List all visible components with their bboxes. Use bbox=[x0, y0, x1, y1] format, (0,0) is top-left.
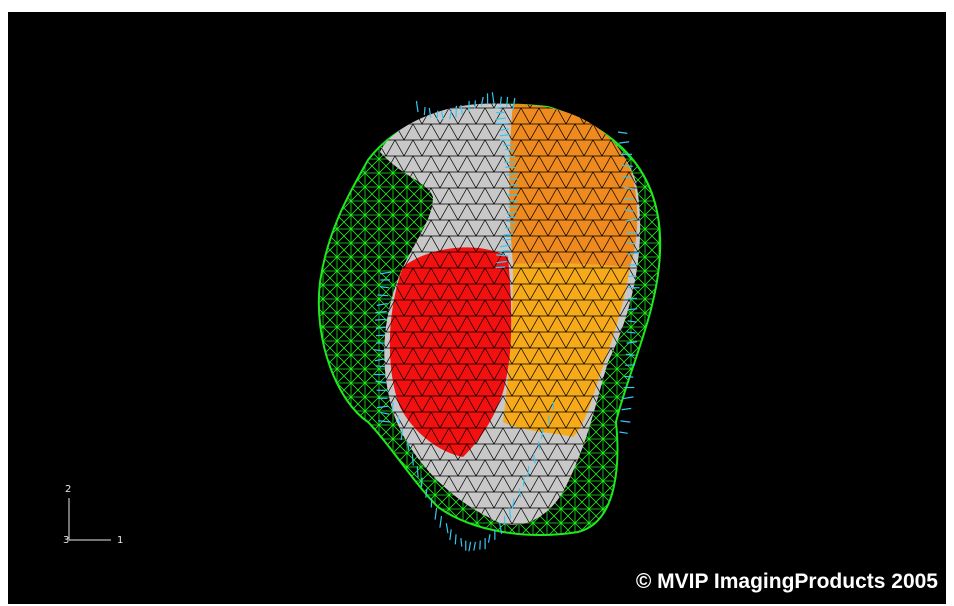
normal-tick bbox=[469, 542, 471, 551]
normal-tick bbox=[440, 516, 442, 528]
normal-tick bbox=[422, 478, 423, 487]
copyright-text: © MVIP ImagingProducts 2005 bbox=[636, 570, 938, 594]
normal-tick bbox=[623, 397, 634, 399]
normal-tick bbox=[509, 189, 518, 190]
orange-surface-region bbox=[503, 97, 643, 272]
heart-mesh-model bbox=[8, 12, 946, 604]
normal-tick bbox=[503, 145, 513, 146]
normal-tick bbox=[622, 408, 632, 409]
normal-tick bbox=[619, 432, 627, 433]
3d-viewport[interactable]: 2 3 1 © MVIP ImagingProducts 2005 bbox=[8, 12, 946, 604]
normal-tick bbox=[509, 206, 518, 207]
axis-label-2: 2 bbox=[65, 485, 71, 495]
normal-tick bbox=[416, 101, 418, 112]
normal-tick bbox=[469, 101, 470, 112]
normal-tick bbox=[505, 156, 515, 157]
normal-tick bbox=[474, 542, 476, 551]
normal-tick bbox=[437, 111, 438, 120]
normal-tick bbox=[435, 508, 437, 520]
normal-tick bbox=[424, 107, 425, 115]
normal-tick bbox=[376, 335, 385, 336]
normal-tick bbox=[377, 295, 388, 296]
normal-tick bbox=[628, 265, 638, 266]
normal-tick bbox=[619, 142, 629, 143]
normal-tick bbox=[375, 319, 386, 320]
axis-label-3: 3 bbox=[63, 536, 69, 546]
normal-tick bbox=[489, 534, 490, 542]
normal-tick bbox=[627, 243, 635, 244]
normal-tick bbox=[446, 523, 448, 533]
normal-tick bbox=[505, 228, 514, 229]
normal-tick bbox=[618, 132, 627, 133]
normal-tick bbox=[492, 92, 494, 104]
normal-tick bbox=[496, 267, 506, 268]
normal-tick bbox=[392, 402, 393, 411]
normal-tick bbox=[553, 402, 554, 410]
normal-tick bbox=[455, 534, 456, 544]
normal-tick bbox=[505, 167, 517, 168]
normal-tick bbox=[624, 376, 633, 377]
normal-tick bbox=[431, 499, 432, 508]
normal-tick bbox=[450, 529, 451, 540]
axis-label-1: 1 bbox=[117, 536, 123, 546]
normal-tick bbox=[461, 538, 462, 547]
axis-triad-icon bbox=[63, 494, 123, 544]
normal-tick bbox=[621, 421, 631, 422]
normal-tick bbox=[625, 365, 635, 366]
